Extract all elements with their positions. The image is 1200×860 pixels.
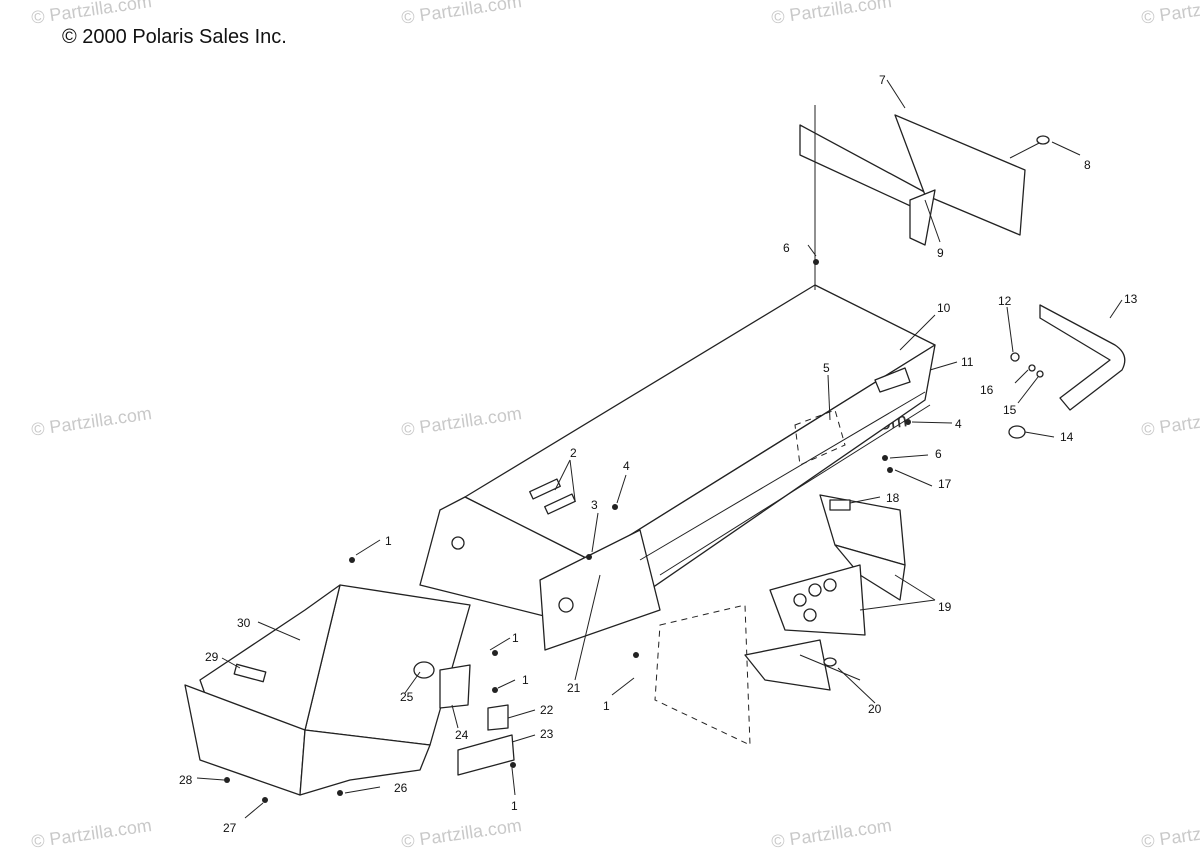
rear-bumper-panel bbox=[799, 105, 1050, 290]
callout-8: 8 bbox=[1084, 158, 1091, 172]
callout-28: 28 bbox=[179, 773, 193, 787]
callout-29: 29 bbox=[205, 650, 219, 664]
callout-3: 3 bbox=[591, 498, 598, 512]
front-bulkhead bbox=[184, 584, 515, 796]
callout-12: 12 bbox=[998, 294, 1012, 308]
callout-4: 4 bbox=[623, 459, 630, 473]
callout-21: 21 bbox=[567, 681, 581, 695]
callout-7: 7 bbox=[879, 73, 886, 87]
callout-1: 1 bbox=[385, 534, 392, 548]
rear-suspension-parts bbox=[744, 494, 906, 691]
callout-11: 11 bbox=[961, 355, 974, 369]
callout-26: 26 bbox=[394, 781, 408, 795]
callout-labels: 1 1 1 1 1 2 3 4 4 5 6 6 7 8 9 10 11 12 1… bbox=[179, 73, 1138, 835]
callout-1: 1 bbox=[512, 631, 519, 645]
callout-15: 15 bbox=[1003, 403, 1017, 417]
callout-24: 24 bbox=[455, 728, 469, 742]
callout-25: 25 bbox=[400, 690, 414, 704]
callout-1: 1 bbox=[603, 699, 610, 713]
callout-5: 5 bbox=[823, 361, 830, 375]
callout-19: 19 bbox=[938, 600, 952, 614]
callout-1: 1 bbox=[511, 799, 518, 813]
callout-30: 30 bbox=[237, 616, 251, 630]
callout-4: 4 bbox=[955, 417, 962, 431]
callout-1: 1 bbox=[522, 673, 529, 687]
callout-20: 20 bbox=[868, 702, 882, 716]
callout-14: 14 bbox=[1060, 430, 1074, 444]
callout-16: 16 bbox=[980, 383, 994, 397]
callout-6: 6 bbox=[783, 241, 790, 255]
callout-17: 17 bbox=[938, 477, 952, 491]
callout-22: 22 bbox=[540, 703, 554, 717]
fasteners bbox=[224, 259, 911, 803]
callout-6: 6 bbox=[935, 447, 942, 461]
tunnel-assembly bbox=[419, 284, 936, 746]
callout-18: 18 bbox=[886, 491, 900, 505]
copyright-notice: © 2000 Polaris Sales Inc. bbox=[62, 26, 287, 48]
callout-27: 27 bbox=[223, 821, 237, 835]
leader-lines bbox=[196, 79, 1123, 819]
callout-10: 10 bbox=[937, 301, 951, 315]
callout-23: 23 bbox=[540, 727, 554, 741]
callout-9: 9 bbox=[937, 246, 944, 260]
callout-2: 2 bbox=[570, 446, 577, 460]
callout-13: 13 bbox=[1124, 292, 1138, 306]
